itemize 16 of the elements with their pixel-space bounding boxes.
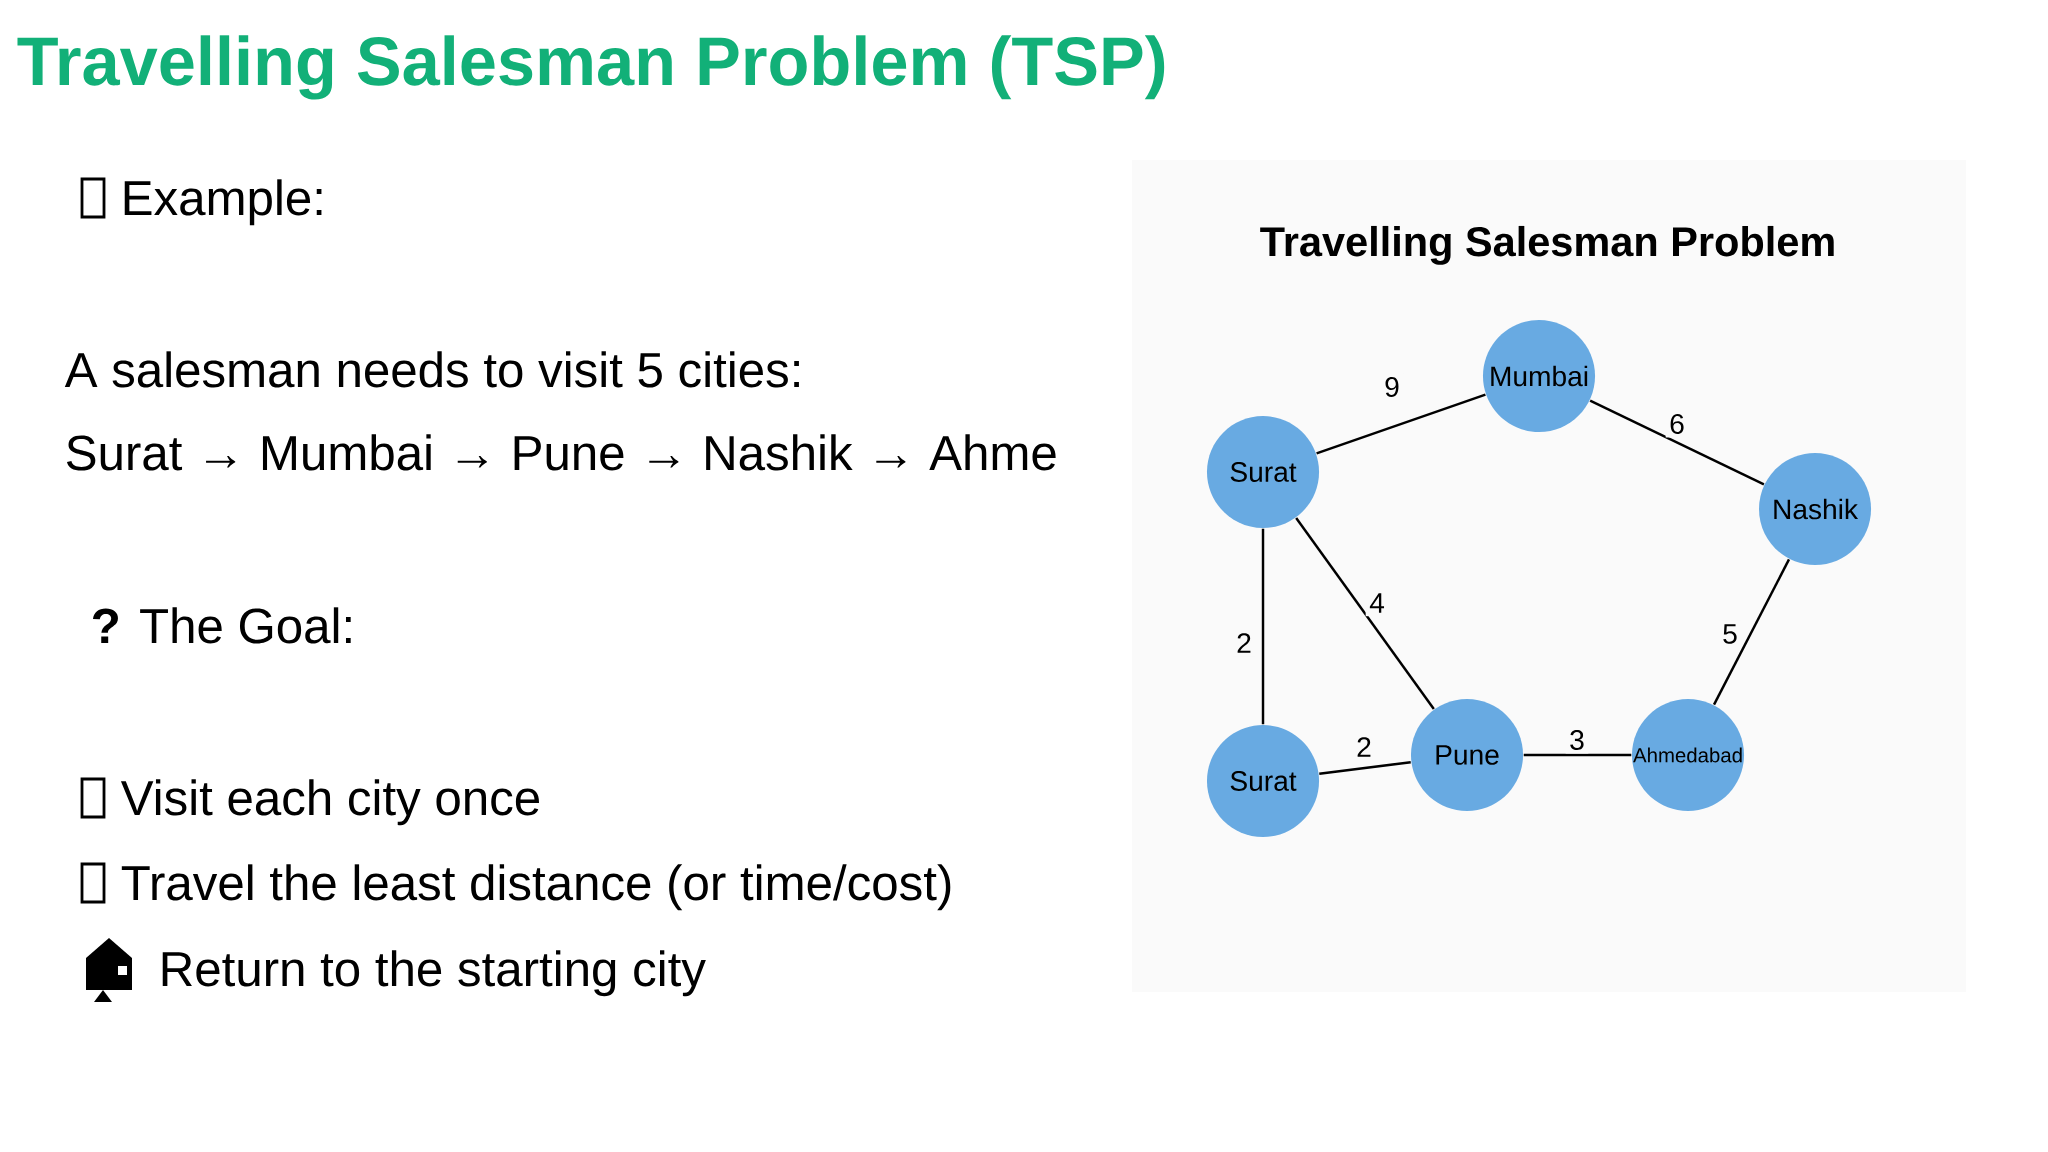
body-text: Return to the starting city (162, 950, 706, 997)
edge-line (1261, 528, 1265, 725)
body-text: Travel the least distance (or time/cost) (121, 864, 951, 911)
title: Travelling Salesman Problem (TSP) (17, 35, 1165, 100)
panel-title: Travelling Salesman Problem (1260, 225, 1834, 265)
edge-line (1589, 399, 1765, 486)
edge-line (1316, 393, 1486, 455)
edge-line (1523, 753, 1632, 757)
edge-line (1712, 558, 1791, 706)
edge-line (1295, 517, 1435, 710)
body-text: Surat → Mumbai → Pune → Nashik → Ahme (66, 434, 1056, 471)
body-text: ? The Goal: (92, 607, 351, 644)
edge-line (1319, 760, 1411, 776)
body-text: Visit each city once (120, 779, 539, 826)
body-text: A salesman needs to visit 5 cities: (64, 351, 799, 388)
body-text: Example: (124, 179, 322, 226)
